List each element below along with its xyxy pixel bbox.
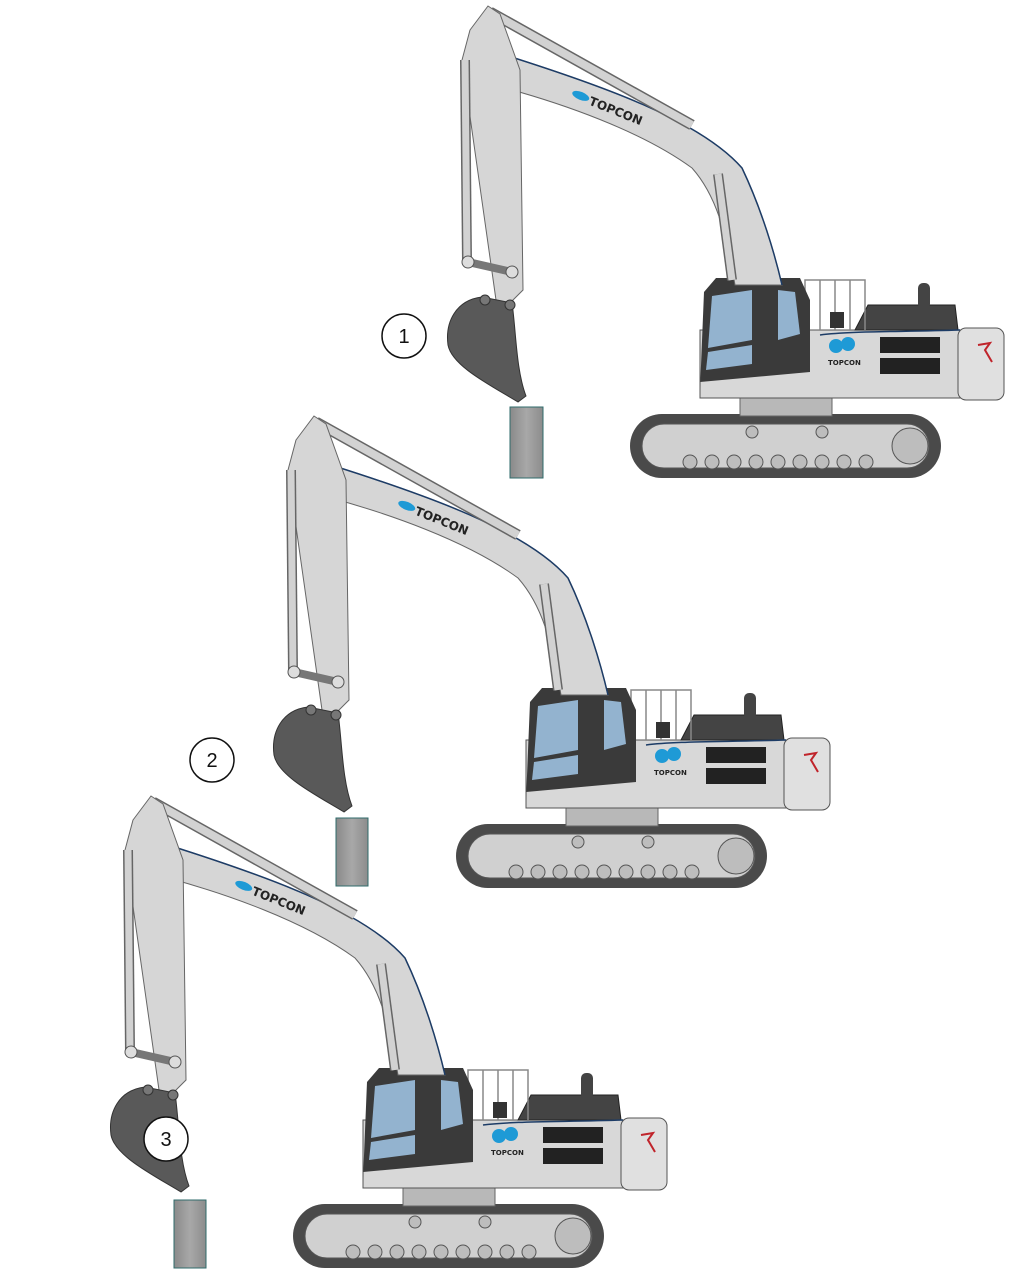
- svg-text:1: 1: [398, 326, 409, 348]
- step-marker-2: 2: [189, 737, 235, 783]
- side-topcon-logo: TOPCON: [491, 1149, 524, 1157]
- step-marker-3: 3: [143, 1116, 189, 1162]
- svg-text:2: 2: [206, 750, 217, 772]
- post-1: [509, 406, 544, 479]
- side-topcon-logo: TOPCON: [654, 769, 687, 777]
- post-2: [335, 817, 369, 887]
- excavator-1: TOPCON TOPCON 1: [381, 6, 1004, 479]
- step-marker-1: 1: [381, 313, 427, 359]
- excavator-2: TOPCON TOPCON 2: [189, 416, 830, 888]
- svg-text:3: 3: [160, 1129, 171, 1151]
- post-3: [173, 1199, 207, 1269]
- side-topcon-logo: TOPCON: [828, 359, 861, 367]
